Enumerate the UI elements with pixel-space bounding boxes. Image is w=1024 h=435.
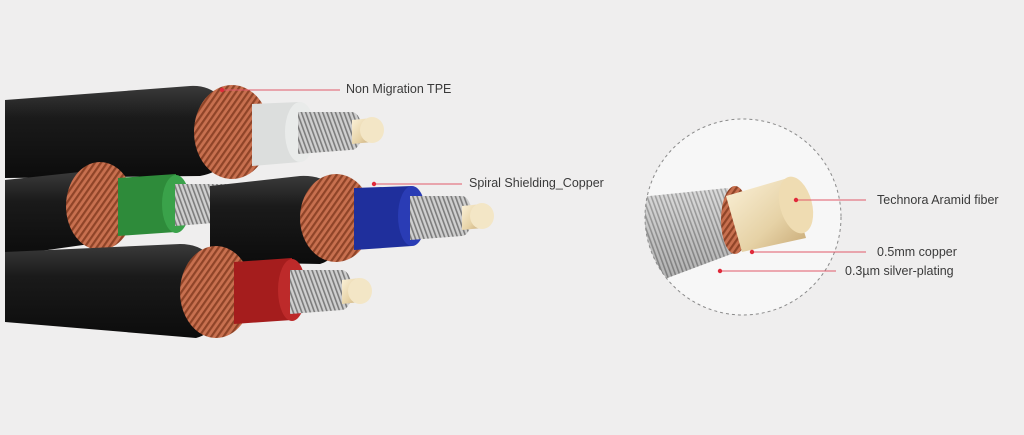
leader-dot-aramid (794, 198, 798, 202)
leader-dot-silver (718, 269, 722, 273)
label-spiral-shielding-copper: Spiral Shielding_Copper (469, 176, 604, 190)
label-silver-plating: 0.3µm silver-plating (845, 264, 954, 278)
conductor-blue (210, 174, 494, 264)
leader-dot-tpe (220, 88, 224, 92)
leader-dot-shield (372, 182, 376, 186)
label-copper-thickness: 0.5mm copper (877, 245, 957, 259)
leader-dot-copper (750, 250, 754, 254)
conductor-white (5, 85, 384, 179)
label-non-migration-tpe: Non Migration TPE (346, 82, 451, 96)
label-technora-aramid-fiber: Technora Aramid fiber (877, 193, 999, 207)
magnified-detail (630, 119, 841, 315)
